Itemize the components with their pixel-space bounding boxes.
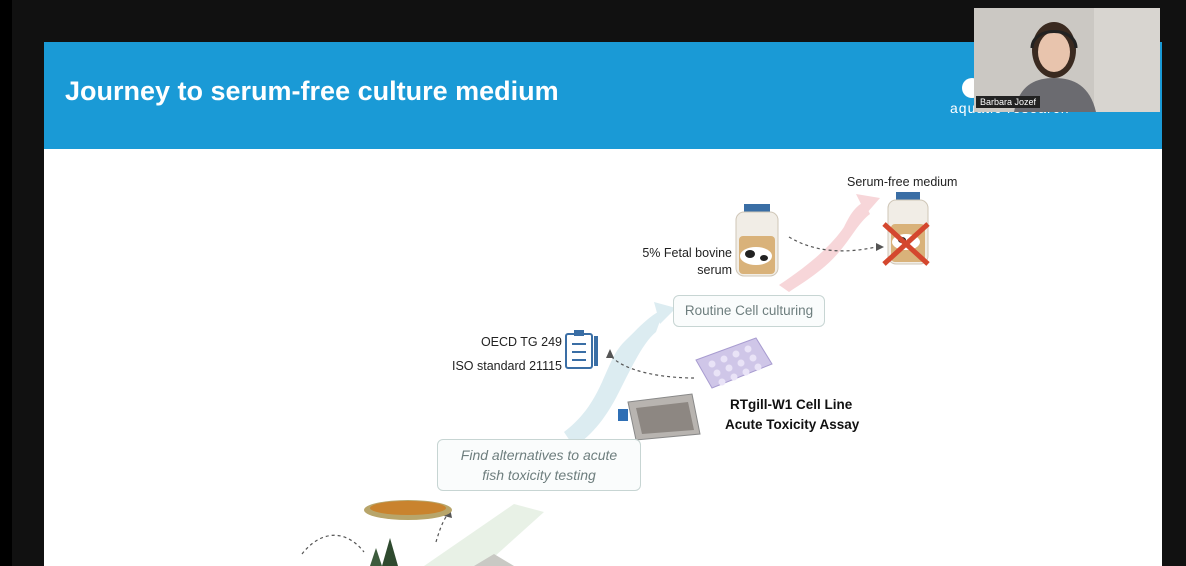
pond-icon — [364, 500, 452, 520]
fbs-bottle-icon — [735, 204, 779, 277]
journey-illustration — [301, 192, 930, 566]
participant-avatar-icon — [974, 8, 1160, 112]
dashed-arrow-4 — [435, 513, 449, 543]
upper-arrowhead — [654, 302, 676, 324]
pink-arrowhead — [856, 194, 880, 214]
clipboard-icon — [565, 330, 598, 369]
dashed-arrow-1 — [788, 236, 877, 252]
find-line1: Find alternatives to acute — [460, 447, 618, 463]
iso-label: ISO standard 21115 — [451, 359, 562, 373]
rtgill-label-line2: Acute Toxicity Assay — [725, 417, 860, 432]
dashed-arrow-3 — [301, 534, 365, 555]
presentation-slide: Journey to serum-free culture medium aqu… — [44, 42, 1162, 566]
pink-arrow — [779, 202, 870, 292]
fbs-label-line1: 5% Fetal bovine — [642, 246, 732, 260]
journey-path-upper — [564, 310, 664, 447]
tree-icon — [370, 538, 398, 566]
routine-culturing-box: Routine Cell culturing — [673, 295, 825, 327]
rtgill-label-line1: RTgill-W1 Cell Line — [730, 397, 853, 412]
slide-title: Journey to serum-free culture medium — [65, 76, 559, 106]
fbs-label-line2: serum — [697, 263, 732, 277]
participant-name-label: Barbara Jozef — [976, 96, 1041, 108]
dashed-arrow-2 — [609, 354, 695, 379]
find-alternatives-box: Find alternatives to acute fish toxicity… — [437, 439, 641, 491]
left-black-bar — [0, 0, 12, 566]
oecd-label: OECD TG 249 — [480, 335, 562, 349]
journey-path-arrow — [424, 504, 544, 566]
find-line2: fish toxicity testing — [482, 467, 596, 483]
participant-video-tile[interactable]: Barbara Jozef — [974, 8, 1160, 112]
well-plate-icon — [695, 337, 773, 389]
serum-free-bottle-icon — [882, 192, 930, 266]
mountain-shape — [474, 554, 514, 566]
culture-flask-icon — [618, 393, 701, 441]
serum-free-label: Serum-free medium — [847, 175, 958, 189]
